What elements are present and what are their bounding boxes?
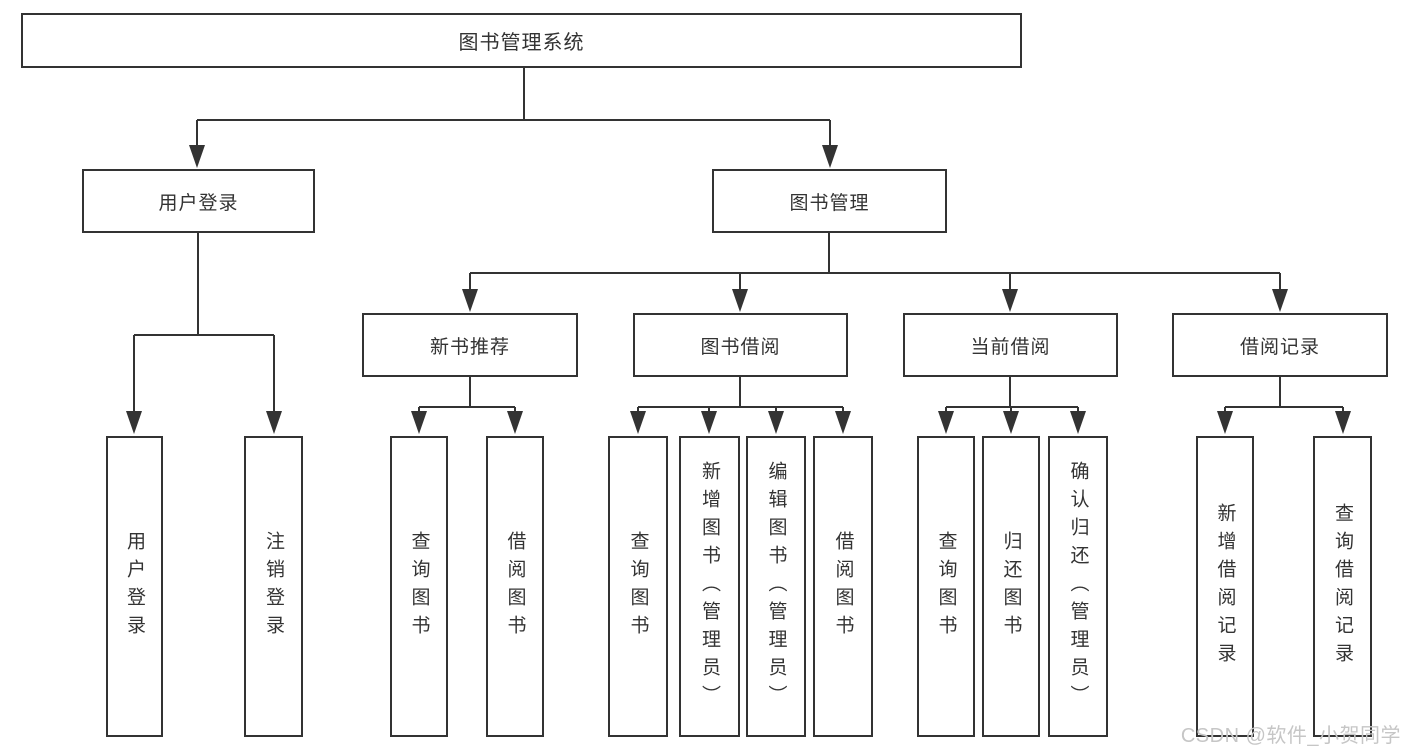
arrowhead [1070,411,1086,434]
arrowhead [822,145,838,168]
node-book-borrow: 图书借阅 [633,313,848,377]
connector-borrow-records [1217,377,1351,434]
node-current-borrow: 当前借阅 [903,313,1118,377]
connector-path [637,377,844,412]
node-label: 用户登录 [158,192,239,214]
leaf-query-books-3: 查询图书 [917,436,975,737]
leaf-label: 归还图书 [1000,530,1022,643]
arrowhead [1217,411,1233,434]
arrowhead [411,411,427,434]
arrowhead [835,411,851,434]
arrowhead [1003,411,1019,434]
leaf-borrow-books-1: 借阅图书 [486,436,544,737]
leaf-add-book-admin: 新增图书（管理员） [679,436,740,737]
arrowhead [630,411,646,434]
node-label: 图书借阅 [700,336,781,358]
leaf-label: 查询图书 [627,530,649,643]
connector-path [1224,377,1344,412]
leaf-user-login: 用户登录 [106,436,163,737]
leaf-label: 新增图书（管理员） [699,460,720,713]
connector-path [196,68,831,148]
leaf-label: 查询图书 [935,530,957,643]
leaf-label: 查询借阅记录 [1332,502,1353,671]
node-new-book-recommend: 新书推荐 [362,313,578,377]
arrowhead [189,145,205,168]
leaf-label: 借阅图书 [504,530,526,643]
arrowhead [701,411,717,434]
node-label: 借阅记录 [1239,336,1320,358]
connector-path [133,233,275,412]
node-label: 图书管理 [789,192,870,214]
leaf-label: 用户登录 [124,530,145,643]
connector-path [945,377,1079,412]
node-borrow-records: 借阅记录 [1172,313,1388,377]
arrowhead [507,411,523,434]
leaf-query-borrow-record: 查询借阅记录 [1313,436,1372,737]
arrowhead [126,411,142,434]
leaf-label: 借阅图书 [832,530,854,643]
arrowhead [938,411,954,434]
connector-current-borrow [938,377,1086,434]
leaf-add-borrow-record: 新增借阅记录 [1196,436,1254,737]
leaf-confirm-return-admin: 确认归还（管理员） [1048,436,1108,737]
leaf-label: 编辑图书（管理员） [765,460,787,713]
arrowhead [1002,289,1018,312]
leaf-edit-book-admin: 编辑图书（管理员） [746,436,806,737]
arrowhead [768,411,784,434]
leaf-return-books: 归还图书 [982,436,1040,737]
node-label: 当前借阅 [970,336,1051,358]
leaf-label: 注销登录 [263,530,284,643]
arrowhead [266,411,282,434]
connector-book-borrow [630,377,851,434]
connector-book-mgmt [462,233,1288,312]
node-user-login: 用户登录 [82,169,315,233]
node-book-mgmt: 图书管理 [712,169,947,233]
arrowhead [1272,289,1288,312]
arrowhead [462,289,478,312]
node-label: 新书推荐 [429,336,510,358]
leaf-label: 新增借阅记录 [1214,502,1236,671]
connector-root [189,68,838,168]
arrowhead [1335,411,1351,434]
leaf-label: 查询图书 [408,530,430,643]
connector-path [418,377,516,412]
connector-new-book [411,377,523,434]
leaf-query-books-2: 查询图书 [608,436,668,737]
connector-user-login [126,233,282,434]
connector-path [469,233,1281,290]
arrowhead [732,289,748,312]
watermark: CSDN @软件_小贺同学 [1180,725,1401,747]
leaf-query-books-1: 查询图书 [390,436,448,737]
leaf-borrow-books-2: 借阅图书 [813,436,873,737]
node-label: 图书管理系统 [458,32,585,54]
leaf-label: 确认归还（管理员） [1067,460,1089,713]
node-root-system: 图书管理系统 [21,13,1022,68]
leaf-logout: 注销登录 [244,436,303,737]
